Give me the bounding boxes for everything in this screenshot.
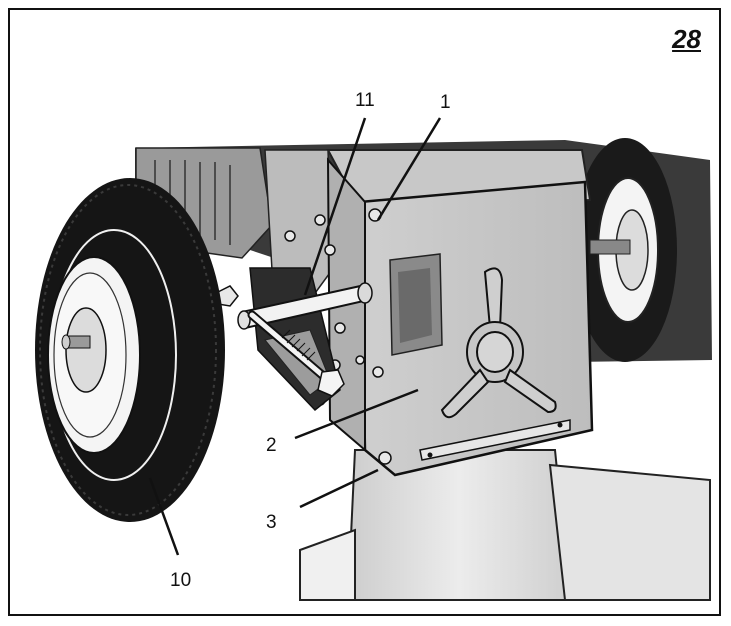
leader-3 bbox=[299, 468, 379, 509]
callout-1: 1 bbox=[440, 92, 451, 113]
lower-chute bbox=[346, 449, 572, 601]
chute-opening-inner bbox=[398, 268, 432, 343]
base-left bbox=[299, 528, 356, 601]
right-axle bbox=[589, 239, 631, 255]
leader-lines bbox=[148, 117, 442, 556]
figure-frame: 28 11 1 2 3 10 bbox=[8, 8, 721, 616]
base-housing bbox=[548, 463, 711, 601]
figure-number: 28 bbox=[672, 24, 701, 54]
callout-3: 3 bbox=[266, 512, 277, 533]
chute-rotation-emblem bbox=[440, 267, 557, 419]
callout-11: 11 bbox=[355, 90, 375, 111]
callout-10: 10 bbox=[170, 570, 192, 591]
snowthrower-illustration bbox=[35, 117, 712, 601]
wheel-axle-stub bbox=[67, 335, 91, 349]
adjustment-slot bbox=[419, 419, 571, 461]
left-wheel bbox=[35, 178, 225, 522]
leader-2 bbox=[294, 388, 419, 440]
leader-10 bbox=[148, 477, 180, 556]
leader-11 bbox=[303, 117, 367, 296]
mounting-bolt bbox=[247, 310, 345, 397]
callout-2: 2 bbox=[266, 435, 277, 456]
leader-1 bbox=[376, 117, 442, 221]
